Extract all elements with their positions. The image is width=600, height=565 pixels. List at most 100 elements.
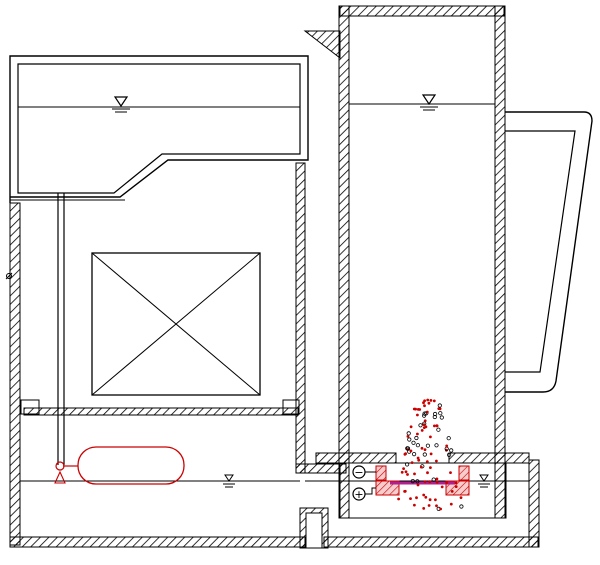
bubble [459,496,463,499]
bubble [414,407,417,411]
bubble [420,429,424,432]
bubble [407,437,412,442]
water-level-icon [223,474,235,488]
bubble [427,504,431,507]
bubble [413,472,416,476]
bubble [454,481,458,485]
bubble [435,504,438,508]
bubble [432,399,436,403]
bubble [423,399,426,403]
bubble [422,452,427,457]
bubble [434,498,437,502]
electrode-left-upper [375,465,387,481]
bubble [446,436,451,441]
spout [303,30,341,60]
bubble [405,446,410,451]
connecting-channel [299,459,540,549]
right-tank-right-wall [494,5,506,519]
bubble [423,448,427,451]
terminal-wire [365,471,376,495]
base-left-shoulder [315,452,397,464]
bubble [411,440,416,445]
jug-handle [505,111,593,393]
bubble [397,497,400,501]
base-right-shoulder [448,452,530,464]
jug-handle-inner [505,130,576,373]
bubble [439,415,444,420]
bubble [411,451,417,457]
electrode-right-upper [458,465,470,481]
bubble [438,407,442,411]
bubble [422,493,426,497]
bubble [402,467,405,470]
bubble [422,411,427,416]
bubble [416,432,419,436]
bubble [409,425,413,429]
water-level-icon [478,474,490,488]
bubble [450,490,454,493]
bubble [429,399,433,402]
bubble [436,427,441,432]
bubble [435,424,439,427]
water-level-icon [112,96,130,113]
bubble [427,401,431,405]
upper-reservoir [9,55,309,203]
bubble [416,413,419,417]
bubble [418,408,422,411]
crossed-box-icon [91,252,261,396]
bubble [454,485,458,488]
bubble [418,423,423,428]
tray-bracket-left [20,399,40,415]
bubble [406,431,411,436]
minus-terminal-label: − [354,466,363,479]
bubble [429,452,433,456]
bubble [404,462,410,467]
bubble [420,446,424,450]
bubble [425,410,429,414]
bubble [409,449,413,453]
bubble [422,507,426,510]
bubble [414,435,419,441]
internal-tray [23,407,299,416]
bubble-cloud [397,398,464,511]
bubble [449,502,453,506]
bubble [445,444,449,448]
side-port-icon [5,272,13,280]
bubble [434,443,439,448]
bubble [410,461,414,464]
bubble [416,483,420,487]
minus-terminal: − [352,465,366,479]
pressure-vessel-icon [77,446,185,485]
bubble [400,470,404,474]
bubble [433,424,436,428]
bubble [404,452,407,456]
bubble [421,413,427,418]
bubble [431,477,436,482]
bubble [435,480,439,484]
bubble [413,503,416,507]
bubble [419,465,423,469]
bubble [428,498,432,502]
bubble [449,448,454,453]
bubble [417,458,421,462]
bubble [422,423,426,426]
bubble [429,435,432,439]
bubble [404,470,408,474]
bubble [424,495,428,499]
bubble [415,479,420,484]
bubble [423,419,427,423]
bubble [445,481,448,484]
bubble [432,411,438,417]
channel-baffle-opening [305,512,323,549]
bubble [425,460,429,463]
bubble [439,507,442,511]
bubble [415,443,420,448]
bubble [446,452,452,457]
bubble [429,466,432,469]
bubble [459,504,464,509]
bubble [426,471,429,475]
rim-top [339,5,505,17]
right-tank-left-wall [338,5,350,519]
bubble [406,473,409,476]
left-outer-wall [9,202,21,546]
